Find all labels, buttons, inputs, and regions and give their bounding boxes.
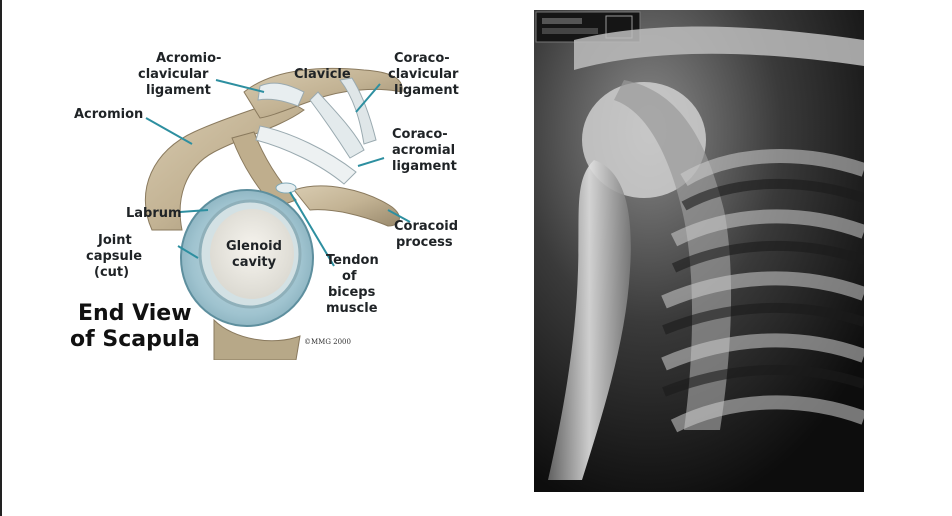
label-tendon-2: of bbox=[342, 269, 357, 284]
label-coracoclavicular-3: ligament bbox=[394, 83, 459, 98]
label-coracoacromial-2: acromial bbox=[392, 143, 455, 158]
label-labrum: Labrum bbox=[126, 206, 182, 221]
label-coracoclavicular-1: Coraco- bbox=[394, 51, 450, 66]
label-coracoid-2: process bbox=[396, 235, 453, 250]
ligaments-group bbox=[256, 78, 376, 184]
label-joint-capsule-1: Joint bbox=[97, 233, 132, 248]
label-coracoacromial-1: Coraco- bbox=[392, 127, 448, 142]
label-coracoid-1: Coracoid bbox=[394, 219, 458, 234]
label-acromion: Acromion bbox=[74, 107, 143, 122]
left-border-line bbox=[0, 0, 2, 516]
copyright-text: ©MMG 2000 bbox=[304, 338, 351, 346]
label-coracoclavicular-2: clavicular bbox=[388, 67, 459, 82]
label-glenoid-2: cavity bbox=[232, 255, 277, 270]
label-joint-capsule-3: (cut) bbox=[94, 265, 129, 280]
label-clavicle: Clavicle bbox=[294, 67, 351, 82]
title-line-1: End View bbox=[78, 301, 192, 326]
label-tendon-1: Tendon bbox=[326, 253, 379, 268]
scapula-illustration: Acromio- clavicular ligament Clavicle Co… bbox=[64, 40, 464, 360]
label-acromioclavicular-3: ligament bbox=[146, 83, 211, 98]
label-joint-capsule-2: capsule bbox=[86, 249, 142, 264]
shoulder-xray-image bbox=[534, 10, 864, 492]
label-coracoacromial-3: ligament bbox=[392, 159, 457, 174]
label-acromioclavicular-1: Acromio- bbox=[156, 51, 221, 66]
label-tendon-4: muscle bbox=[326, 301, 378, 316]
xray-graphic bbox=[534, 10, 864, 492]
label-tendon-3: biceps bbox=[328, 285, 376, 300]
title-line-2: of Scapula bbox=[70, 327, 200, 352]
label-glenoid-1: Glenoid bbox=[226, 239, 282, 254]
label-acromioclavicular-2: clavicular bbox=[138, 67, 209, 82]
